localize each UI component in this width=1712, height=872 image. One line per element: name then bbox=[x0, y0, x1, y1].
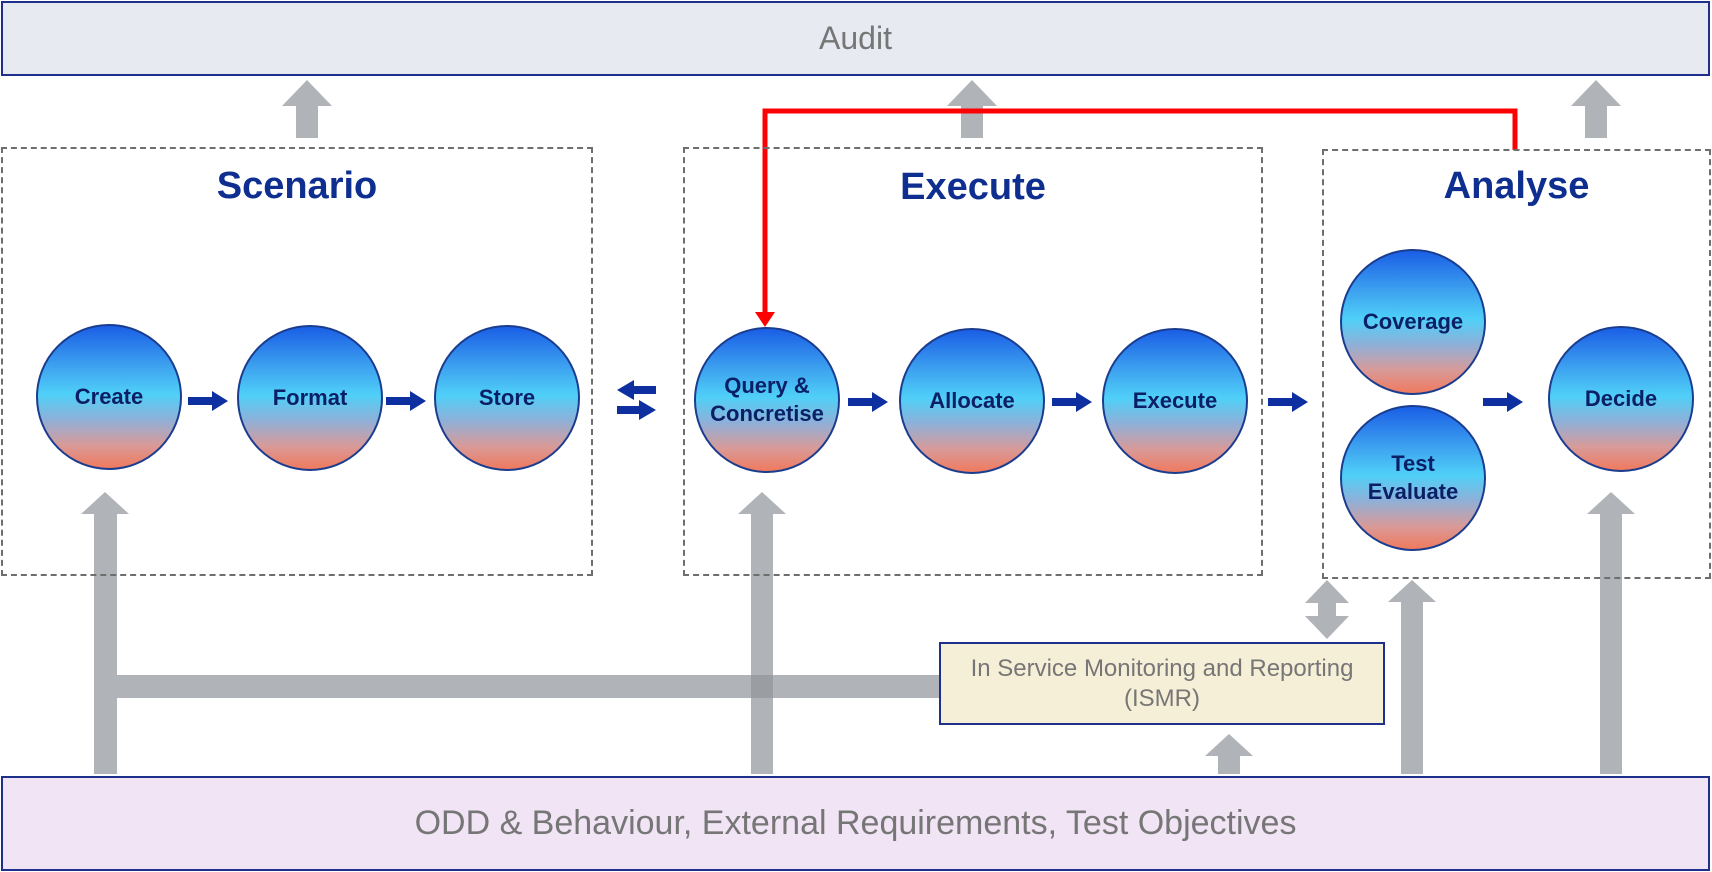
arrow-create-to-format bbox=[188, 391, 228, 411]
scenario-title: Scenario bbox=[216, 165, 378, 207]
node-allocate: Allocate bbox=[899, 328, 1045, 474]
audit-bar: Audit bbox=[1, 1, 1710, 76]
arrow-execute-to-scenario bbox=[617, 380, 656, 400]
arrow-scenario-to-execute bbox=[617, 400, 656, 420]
node-query-concretise: Query &Concretise bbox=[694, 327, 840, 473]
arrow-odd-to-query bbox=[738, 492, 786, 774]
arrow-execute-to-analyse bbox=[1268, 392, 1308, 412]
scenario-group: Scenario bbox=[1, 147, 593, 576]
node-create: Create bbox=[36, 324, 182, 470]
ismr-feed-bar bbox=[117, 675, 939, 698]
ismr-box: In Service Monitoring and Reporting (ISM… bbox=[939, 642, 1385, 725]
arrow-odd-to-create bbox=[81, 492, 129, 774]
node-format: Format bbox=[237, 325, 383, 471]
analyse-group: Analyse bbox=[1322, 149, 1711, 579]
arrow-odd-to-ismr bbox=[1205, 734, 1253, 774]
node-store: Store bbox=[434, 325, 580, 471]
node-coverage: Coverage bbox=[1340, 249, 1486, 395]
audit-label: Audit bbox=[819, 20, 892, 56]
analyse-title: Analyse bbox=[1443, 165, 1590, 207]
arrow-allocate-from-query bbox=[848, 392, 888, 412]
ismr-line1: In Service Monitoring and Reporting bbox=[970, 654, 1354, 682]
feedback-decide-to-query bbox=[762, 108, 1518, 312]
arrow-analyse-to-decide bbox=[1483, 392, 1523, 412]
execute-title: Execute bbox=[900, 166, 1046, 208]
node-decide: Decide bbox=[1548, 326, 1694, 472]
arrow-odd-to-decide bbox=[1587, 492, 1635, 774]
arrow-format-to-store bbox=[386, 391, 426, 411]
arrow-scenario-to-audit bbox=[282, 80, 332, 138]
execute-group: Execute bbox=[683, 147, 1263, 576]
odd-label: ODD & Behaviour, External Requirements, … bbox=[414, 804, 1297, 842]
arrow-allocate-to-execute bbox=[1052, 392, 1092, 412]
arrow-analyse-to-audit bbox=[1571, 80, 1621, 138]
arrow-ismr-analyse-bidirectional bbox=[1305, 580, 1349, 639]
ismr-line2: (ISMR) bbox=[1124, 684, 1200, 712]
node-execute: Execute bbox=[1102, 328, 1248, 474]
odd-requirements-bar: ODD & Behaviour, External Requirements, … bbox=[1, 776, 1710, 871]
arrow-odd-to-analyse bbox=[1388, 580, 1436, 774]
